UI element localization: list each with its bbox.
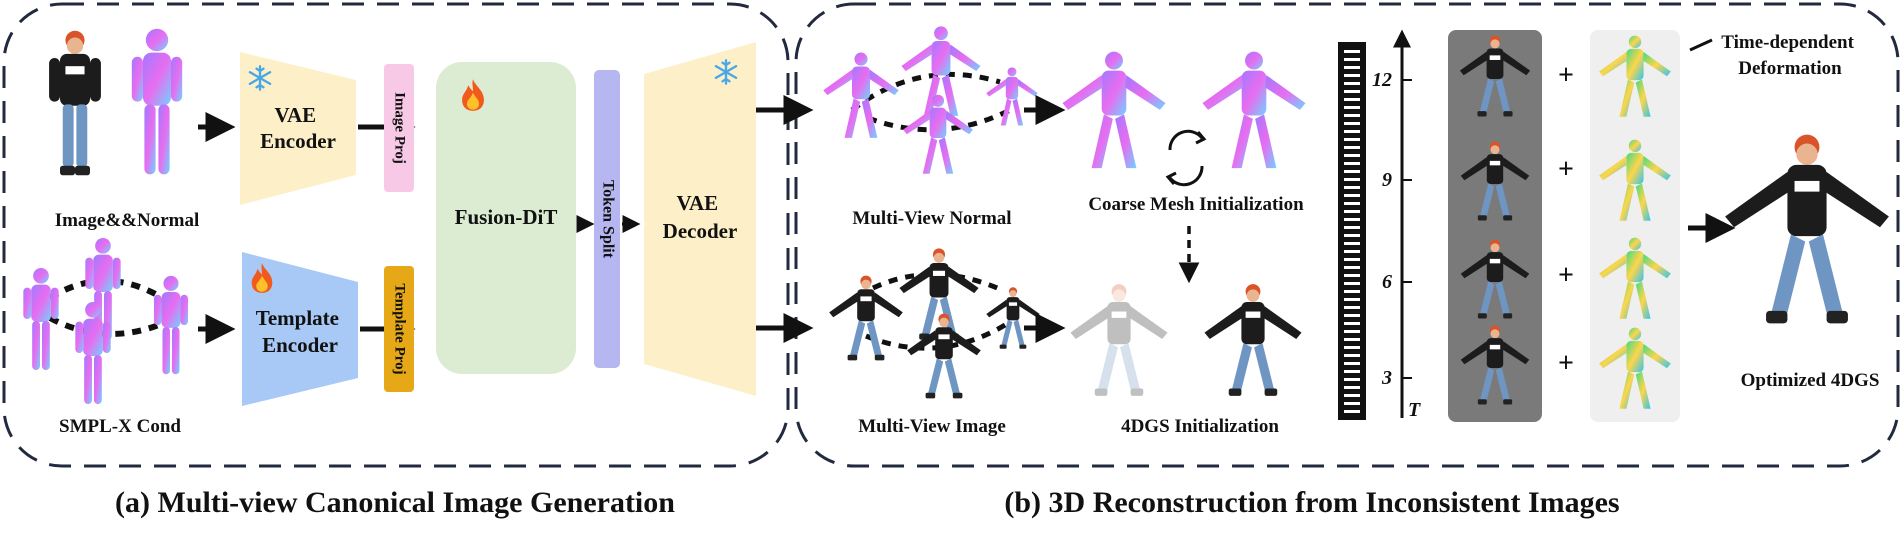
vae-decoder-block xyxy=(644,42,756,396)
time-tick-9: 9 xyxy=(1382,169,1392,191)
panel-a-frame xyxy=(2,2,790,468)
time-axis-ticks xyxy=(1402,79,1412,379)
plus-sign: + xyxy=(1558,348,1574,379)
plus-sign: + xyxy=(1558,60,1574,91)
optimized-avatar xyxy=(1725,134,1889,324)
gs-init-ghost xyxy=(1070,284,1168,396)
time-deformation-label: Time-dependent Deformation xyxy=(1721,32,1858,79)
gs-init-color xyxy=(1204,284,1302,396)
time-tick-12: 12 xyxy=(1372,69,1392,91)
panel-a-caption: (a) Multi-view Canonical Image Generatio… xyxy=(115,486,675,519)
vae-decoder-label: VAE Decoder xyxy=(663,191,738,243)
multi-view-image-label: Multi-View Image xyxy=(858,416,1006,437)
gs-init-label: 4DGS Initialization xyxy=(1121,416,1279,437)
plus-sign: + xyxy=(1558,154,1574,185)
time-tick-3: 3 xyxy=(1381,367,1392,389)
plus-sign: + xyxy=(1558,260,1574,291)
token-split-block xyxy=(594,70,620,368)
image-proj-block xyxy=(384,64,414,192)
time-axis-label: T xyxy=(1408,399,1421,421)
token-split-label: Token Split xyxy=(599,180,616,259)
film-strip xyxy=(1338,42,1366,420)
image-proj-label: Image Proj xyxy=(392,92,408,164)
input-normal-person xyxy=(131,28,183,175)
refresh-icon xyxy=(1165,129,1207,187)
multi-view-normal-image xyxy=(823,26,1038,174)
coarse-mesh-front xyxy=(1062,51,1166,169)
time-tick-6: 6 xyxy=(1382,271,1392,293)
multi-view-image xyxy=(829,248,1040,399)
vae-encoder-block xyxy=(240,52,356,205)
deformation-pointer xyxy=(1689,38,1713,52)
frames-column xyxy=(1448,30,1542,422)
coarse-mesh-label: Coarse Mesh Initialization xyxy=(1088,194,1304,215)
template-proj-label: Template Proj xyxy=(392,283,408,374)
panel-b-caption: (b) 3D Reconstruction from Inconsistent … xyxy=(1004,486,1619,519)
smplx-multiview xyxy=(23,237,189,405)
deformation-column xyxy=(1590,30,1680,422)
coarse-mesh-back xyxy=(1202,51,1306,169)
input-color-person xyxy=(49,30,101,176)
vae-encoder-label: VAE Encoder xyxy=(260,103,336,153)
template-encoder-label: Template Encoder xyxy=(256,306,344,357)
fusion-dit-label: Fusion-DiT xyxy=(455,205,558,229)
template-encoder-block xyxy=(242,252,358,406)
input-top-label: Image&&Normal xyxy=(55,210,200,231)
input-bottom-label: SMPL-X Cond xyxy=(59,416,181,437)
optimized-label: Optimized 4DGS xyxy=(1741,370,1880,391)
template-proj-block xyxy=(384,266,414,392)
multi-view-normal-label: Multi-View Normal xyxy=(852,208,1011,229)
fusion-dit-block xyxy=(436,62,576,374)
panel-b-frame xyxy=(794,2,1900,468)
